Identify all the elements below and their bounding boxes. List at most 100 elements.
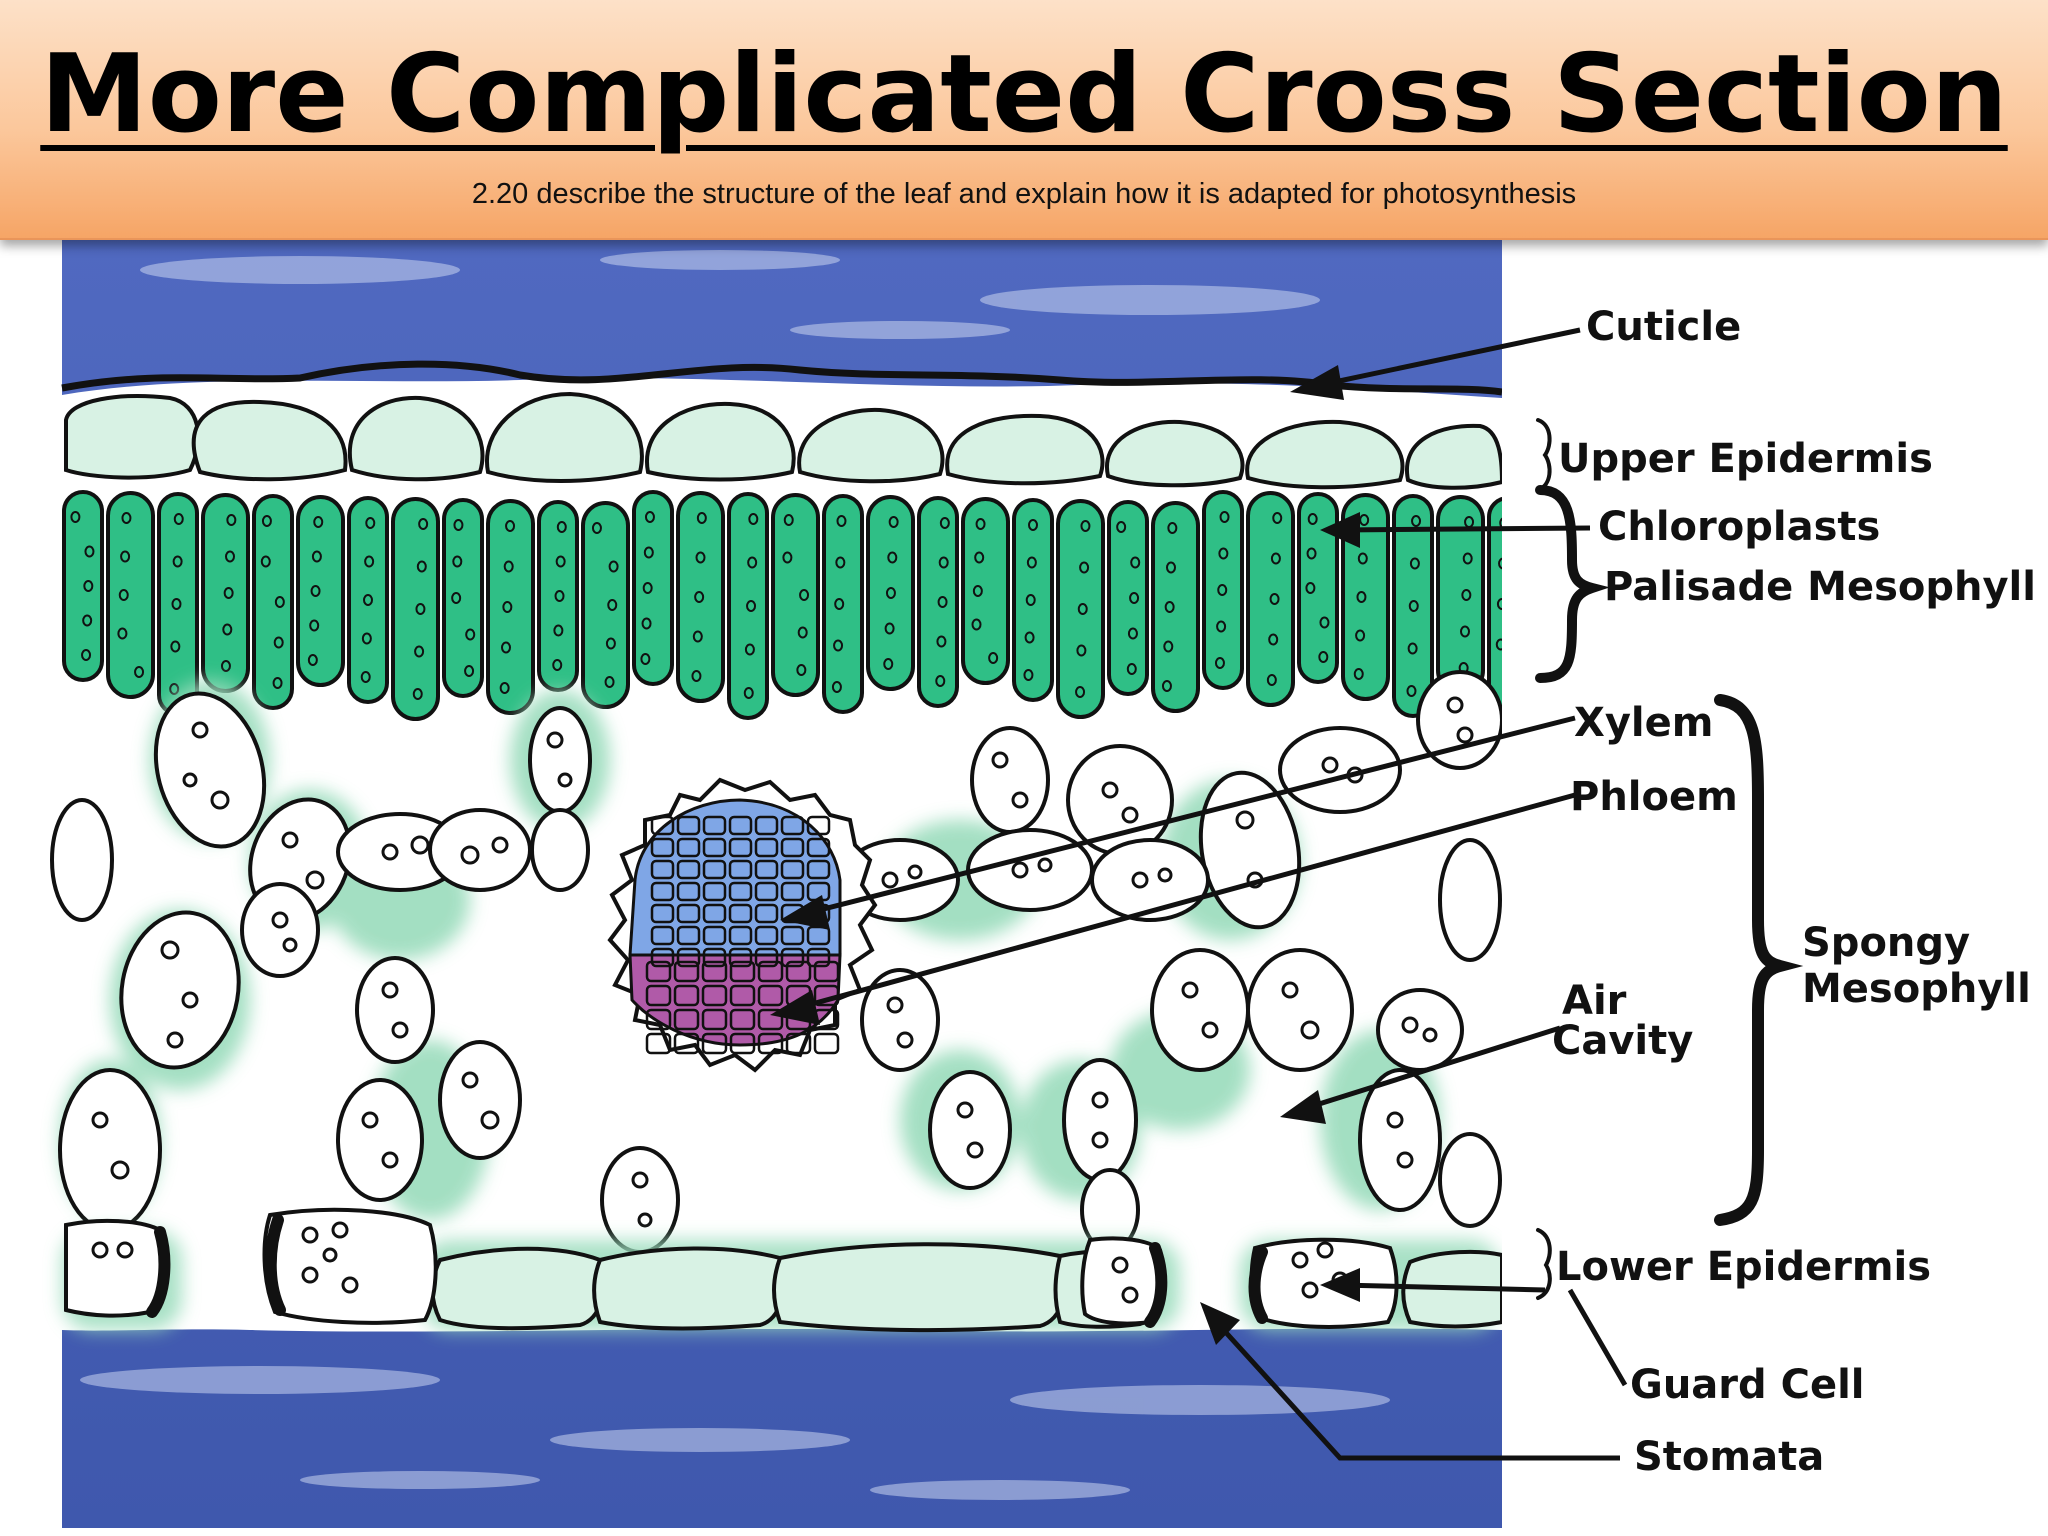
chloroplast [1318,651,1329,663]
chloroplast [972,585,983,597]
palisade-cell [1107,500,1149,696]
xylem-cell [676,947,701,968]
chloroplast [696,512,707,524]
chloroplast [1164,601,1175,613]
chloroplast [1359,514,1370,526]
palisade-cell [961,497,1010,685]
chloroplast [220,660,231,672]
xylem-cell [650,947,675,968]
chloroplast [552,659,563,671]
xylem-cell [806,837,831,858]
palisade-cell [1012,498,1054,702]
diagram-labels: Cuticle Upper Epidermis Chloroplasts Pal… [1552,304,2036,1480]
xylem-cells [650,815,831,968]
phloem-cell [701,1008,728,1031]
lower-epidermis-brace [1536,1228,1552,1300]
chloroplast [121,512,132,524]
chloroplast [505,520,516,532]
palisade-cell [676,491,725,703]
chloroplast [1305,582,1316,594]
chloroplast [170,640,181,653]
chloroplast [117,627,128,640]
palisade-cell [1151,501,1200,713]
chloroplast [887,551,898,564]
palisade-cell [106,491,155,699]
label-braces [1535,418,1804,1300]
palisade-cell [1297,492,1339,684]
chloroplast [452,555,463,568]
phloem-cell [813,960,840,983]
spongy-brace [1714,694,1804,1226]
xylem-cell [754,881,779,902]
xylem-cell [806,947,831,968]
chloroplast [169,683,180,695]
chloroplast [988,652,999,664]
cuticle-pointer [1319,327,1581,388]
xylem-cell [676,903,701,924]
chloroplast [1024,631,1035,644]
slide-title: More Complicated Cross Section [40,32,2008,157]
xylem-cell [754,925,779,946]
chloroplast [364,555,375,568]
chloroplast [553,624,564,637]
title-banner: More Complicated Cross Section 2.20 desc… [0,0,2048,240]
phloem-cell [673,1032,700,1055]
chloroplast [937,596,948,608]
chloroplast [591,522,602,534]
xylem-cell [650,881,675,902]
chloroplast [502,601,513,613]
chloroplast [503,560,514,573]
chloroplast [1214,657,1225,669]
palisade-cell [347,496,389,704]
chloroplast [605,637,616,650]
chloroplast [1407,642,1418,655]
phloem-pointer [789,792,1576,1013]
chloroplast [604,676,615,688]
label-chloroplasts: Chloroplasts [1598,504,1880,550]
chloroplast [607,599,618,611]
chloroplast [1356,591,1367,603]
chloroplast [747,556,758,569]
chloroplast [748,513,759,525]
xylem-cell [728,815,753,836]
chloroplast [226,514,237,526]
phloem-cell [729,1032,756,1055]
chloroplast [82,614,93,627]
chloroplast [554,590,565,602]
xylem-cell [650,925,675,946]
chloroplast [1218,547,1229,560]
chloroplast [1166,561,1176,574]
chloroplast [694,591,705,603]
chloroplasts-pointer [1339,525,1591,533]
label-spongy: Spongy [1802,920,1970,966]
xylem-cell [702,903,727,924]
label-mesophyll: Mesophyll [1802,966,2031,1012]
palisade-brace [1535,485,1610,683]
spongy-organelles [91,696,1474,1228]
xylem-cell [676,925,701,946]
chloroplast [883,658,894,670]
chloroplast [311,550,322,563]
xylem-cell [702,881,727,902]
chloroplast [1307,513,1318,525]
chloroplast [974,551,985,564]
chloroplast [641,617,652,630]
label-palisade-mesophyll: Palisade Mesophyll [1604,564,2036,610]
spongy-mesophyll-cells [50,670,1504,1254]
xylem-cell [780,815,805,836]
chloroplast [223,587,234,599]
label-cavity: Cavity [1552,1018,1693,1064]
guard-cell-walls [146,1214,1268,1328]
chloroplast [1408,600,1419,612]
label-guard-cell: Guard Cell [1630,1362,1865,1408]
chloroplast [1126,663,1137,675]
xylem-cell [702,947,727,968]
phloem-cell [701,984,728,1007]
phloem-cell [729,1008,756,1031]
phloem-cell [729,960,756,983]
slide-subtitle: 2.20 describe the structure of the leaf … [471,178,1577,210]
chloroplast [412,688,423,700]
chloroplast [416,560,427,573]
xylem-cell [676,837,701,858]
